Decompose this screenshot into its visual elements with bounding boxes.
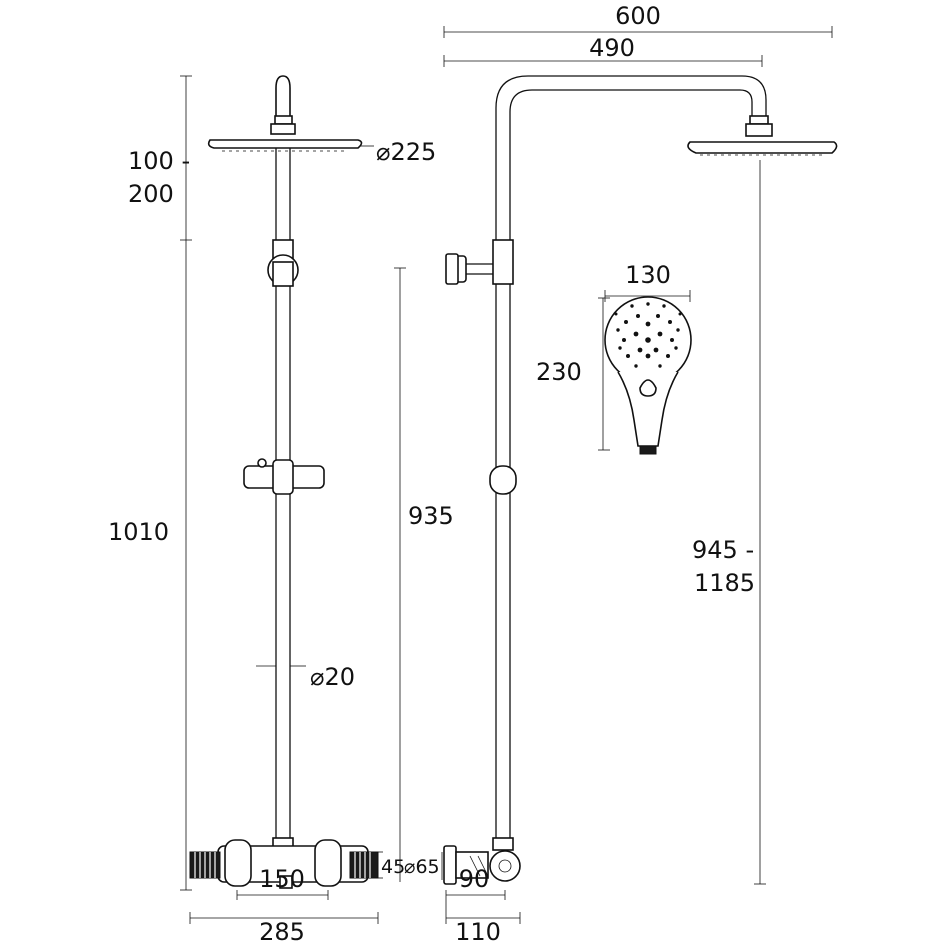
dimension-labels: 600 490 ⌀225 100 - 200 1010 935 ⌀20 130 … — [108, 2, 755, 946]
label-valve-diameter: ⌀65 — [404, 856, 440, 878]
overhead-shower-head — [207, 139, 363, 149]
side-valve-connector — [492, 837, 514, 851]
slider-body — [272, 459, 294, 495]
label-arm-reach: 490 — [589, 34, 635, 62]
label-floor-height-bottom: 1185 — [694, 569, 755, 597]
label-total-width: 600 — [615, 2, 661, 30]
arm-collar — [274, 115, 293, 125]
label-floor-height-top: 945 - — [692, 536, 754, 564]
side-slider — [489, 465, 517, 495]
shower-arm-stub — [275, 75, 291, 121]
label-valve-width: 285 — [259, 918, 305, 946]
label-handset-width: 130 — [625, 261, 671, 289]
valve-elbow-left — [224, 839, 252, 887]
handset-nozzles — [614, 302, 682, 368]
side-view — [441, 26, 838, 924]
handset-mode-button — [639, 379, 657, 397]
hand-shower — [598, 290, 692, 455]
label-valve-height: 45 — [381, 856, 405, 878]
label-projection-a: 90 — [459, 865, 490, 893]
label-handset-length: 230 — [536, 358, 582, 386]
label-head-diameter: ⌀225 — [376, 138, 436, 166]
handle-knurling — [194, 852, 371, 878]
front-view — [180, 75, 406, 924]
label-pipe-diameter: ⌀20 — [310, 663, 355, 691]
label-centres: 150 — [259, 865, 305, 893]
slider-knob — [257, 458, 267, 468]
side-head-connector — [745, 123, 773, 137]
head-connector — [270, 123, 296, 135]
label-head-height-bottom: 200 — [128, 180, 174, 208]
valve-elbow-right — [314, 839, 342, 887]
side-riser-outer — [495, 75, 767, 840]
side-overhead-head — [687, 141, 838, 154]
side-valve-handle — [489, 850, 521, 882]
bracket-clamp — [272, 261, 294, 287]
outlet-stub — [279, 875, 293, 889]
label-rail-height: 1010 — [108, 518, 169, 546]
side-arm-collar — [749, 115, 769, 125]
side-riser-sleeve — [492, 239, 514, 285]
handset-hose-cone — [639, 445, 657, 455]
label-riser-height: 935 — [408, 502, 454, 530]
label-projection-b: 110 — [455, 918, 501, 946]
flow-handle — [349, 851, 379, 879]
side-riser-inner — [509, 89, 753, 840]
side-wall-flange — [445, 253, 459, 285]
side-valve-wall-plate — [443, 845, 457, 885]
label-head-height-top: 100 - — [128, 147, 190, 175]
